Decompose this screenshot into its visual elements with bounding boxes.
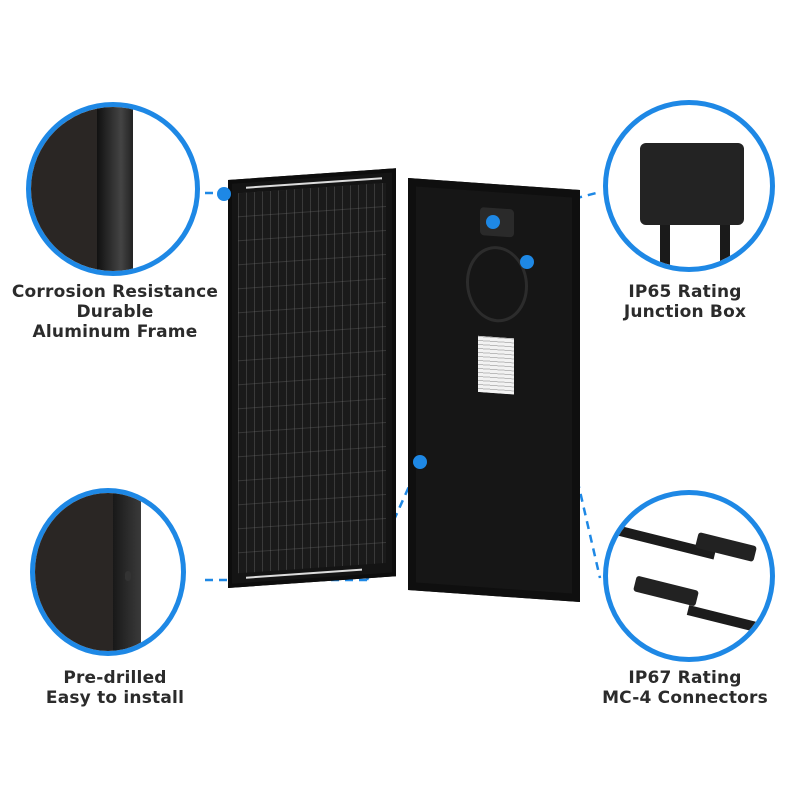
feature-label-junction: IP65 Rating Junction Box <box>623 282 747 322</box>
solar-panel-back <box>408 178 580 603</box>
feature-label-drilled: Pre-drilled Easy to install <box>45 668 185 708</box>
spec-label <box>478 335 514 395</box>
callout-dot-junction <box>486 215 500 229</box>
feature-label-frame: Corrosion Resistance Durable Aluminum Fr… <box>11 282 219 342</box>
mc4-connectors-closeup <box>603 490 775 662</box>
callout-dot-drilled <box>413 455 427 469</box>
cable-coil <box>466 244 528 325</box>
feature-label-connectors: IP67 Rating MC-4 Connectors <box>602 668 768 708</box>
solar-cell-grid <box>238 182 386 574</box>
solar-panel-front <box>228 168 396 588</box>
callout-dot-connectors <box>520 255 534 269</box>
drill-hole <box>125 571 131 581</box>
junction-box-closeup <box>603 100 775 272</box>
aluminum-frame-closeup <box>26 102 200 276</box>
pre-drilled-frame-closeup <box>30 488 186 656</box>
callout-dot-frame <box>217 187 231 201</box>
